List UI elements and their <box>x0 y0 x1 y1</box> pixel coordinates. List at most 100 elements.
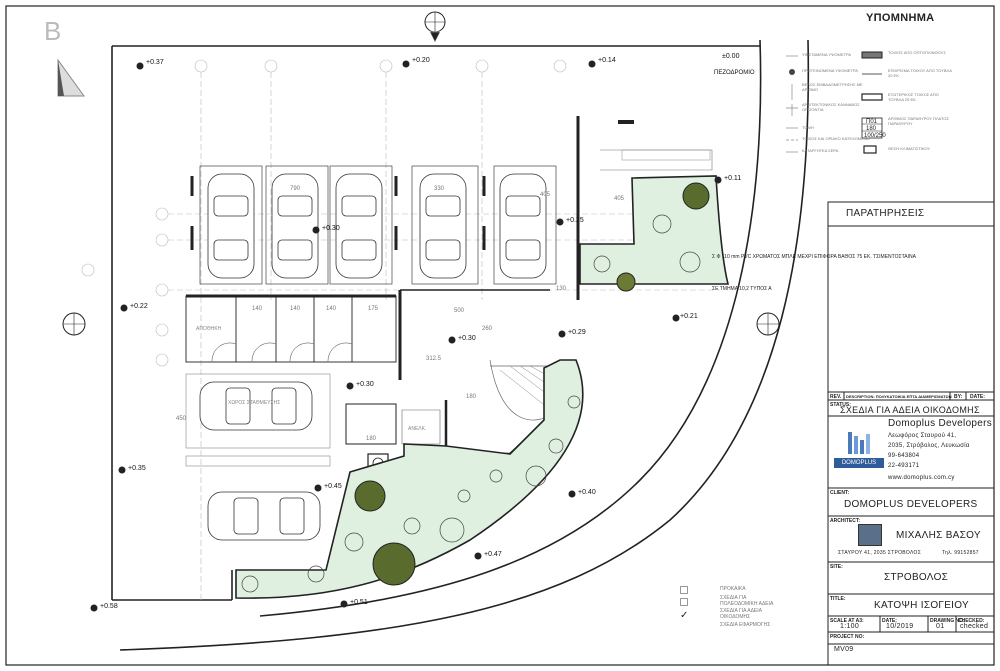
legend-item: ΑΡΙΘΜΟΣ ΠΑΡΑΘΥΡΟΥ ΠΛΑΤΟΣ ΠΑΡΑΘΥΡΟΥ <box>888 116 949 126</box>
company-address-2: 2035, Στρόβολος, Λευκωσία <box>888 443 970 449</box>
svg-text:+0.37: +0.37 <box>146 59 164 66</box>
legend-item: ΤΟΙΧΟΣ ΚΑΙ ΟΡΙΑΚΟ ΚΑΤΕΧΟΜΕΝΟ <box>802 136 870 141</box>
company-phone-2: 22-493171 <box>888 463 920 469</box>
tree-icon <box>241 182 710 593</box>
legend-symbols <box>786 55 798 153</box>
date-value: 10/2019 <box>886 623 914 630</box>
svg-text:ΠΕΖΟΔΡΟΜΙΟ: ΠΕΖΟΔΡΟΜΙΟ <box>714 70 755 76</box>
legend-right-symbols <box>861 51 883 154</box>
svg-text:+0.29: +0.29 <box>568 329 586 336</box>
svg-text:ΑΠΟΘΗΚΗ: ΑΠΟΘΗΚΗ <box>196 326 222 332</box>
title-block-frame <box>827 201 995 666</box>
svg-text:+0.22: +0.22 <box>130 303 148 310</box>
dimension-labels: 790 330 405 140 140 140 175 312.5 500 26… <box>176 186 625 442</box>
title-label: TITLE: <box>830 596 846 602</box>
svg-text:ΧΩΡΟΣ ΣΤΑΘΜΕΥΣΗΣ: ΧΩΡΟΣ ΣΤΑΘΜΕΥΣΗΣ <box>228 400 280 406</box>
legend-item: ΕΠΙΧΡΙΣΜΑ ΤΟΙΧΟΥ ΑΠΟ ΤΟΥΒΛΑ 20 ΕΚ. <box>888 68 952 78</box>
svg-text:100/250: 100/250 <box>864 133 886 139</box>
svg-text:500: 500 <box>454 308 465 314</box>
svg-text:B: B <box>44 16 61 46</box>
svg-text:+0.14: +0.14 <box>598 57 616 64</box>
north-arrow-icon: B <box>44 16 85 97</box>
drawing-no-label: DRAWING NO: <box>930 618 965 624</box>
site-label: SITE: <box>830 564 843 570</box>
svg-text:ΣΕ ΤΜΗΜΑ 10,2 ΤΥΠΟΣ Α: ΣΕ ΤΜΗΜΑ 10,2 ΤΥΠΟΣ Α <box>712 286 772 292</box>
legend-item: ΘΕΣΗ ΚΛΙΜΑΤΙΣΤΙΚΟΥ <box>888 146 931 151</box>
company-logo: DOMOPLUS <box>834 432 884 472</box>
client-label: CLIENT: <box>830 490 850 496</box>
site-value: ΣΤΡΟΒΟΛΟΣ <box>884 572 949 583</box>
company-address-1: Λεωφόρος Σταυρού 41, <box>888 433 957 439</box>
checklist-item: ΣΧΕΔΙΑ ΓΙΑ ΑΔΕΙΑ ΟΙΚΟΔΟΜΗΣ <box>720 608 762 620</box>
svg-text:+0.35: +0.35 <box>128 465 146 472</box>
svg-text:312.5: 312.5 <box>426 356 442 362</box>
svg-text:140: 140 <box>326 306 337 312</box>
issue-checklist: ΠΡΟΚΑΙΚΑ ΣΧΕΔΙΑ ΓΙΑ ΠΟΛΕΟΔΟΜΙΚΗ ΑΔΕΙΑ ✓ … <box>680 586 800 638</box>
checklist-item: ΣΧΕΔΙΑ ΓΙΑ ΠΟΛΕΟΔΟΜΙΚΗ ΑΔΕΙΑ <box>720 595 774 607</box>
car-icon <box>199 173 547 541</box>
checklist-item: ΠΡΟΚΑΙΚΑ <box>720 586 746 592</box>
architect-label: ARCHITECT: <box>830 518 860 524</box>
svg-text:+0.25: +0.25 <box>566 217 584 224</box>
svg-text:405: 405 <box>614 196 625 202</box>
room-labels: ΧΩΡΟΣ ΣΤΑΘΜΕΥΣΗΣ ΑΠΟΘΗΚΗ ΑΝΕΛΚ. <box>196 326 426 432</box>
window-code-legend: Π01 180 100/250 <box>864 119 886 139</box>
storage-units <box>185 290 402 467</box>
architect-phone: Τηλ. 99152857 <box>942 550 979 556</box>
elevation-markers: +0.37 +0.20 +0.14 ±0.00 ΠΕΖΟΔΡΟΜΙΟ +0.11… <box>90 53 755 612</box>
svg-text:175: 175 <box>368 306 379 312</box>
svg-text:405: 405 <box>540 192 551 198</box>
legend-title: ΥΠΟΜΝΗΜΑ <box>866 12 935 24</box>
scale-value: 1:100 <box>840 623 860 630</box>
svg-text:+0.45: +0.45 <box>324 483 342 490</box>
checked-value: checked <box>960 623 989 630</box>
svg-text:260: 260 <box>482 326 493 332</box>
legend-item: ΒΕΛΟΣ ΕΜΒΑΔΟΜΕΤΡΗΣΗΣ ΜΕ ΑΡΙΘΜΟ <box>802 82 863 92</box>
date-label: DATE: <box>882 618 897 624</box>
drawing-no-value: 01 <box>936 623 945 630</box>
svg-text:+0.20: +0.20 <box>412 57 430 64</box>
pipe-note: Σ Φ 110 mm PVC ΧΡΩΜΑΤΟΣ ΜΠΛΕ ΜΕΧΡΙ ΕΠΙΦΟ… <box>712 254 917 292</box>
svg-text:130: 130 <box>556 286 567 292</box>
legend-item: ΑΡΧΙΤΕΚΤΟΝΙΚΟΣ ΚΑΝΝΑΒΟΣ ΟΡΙΖΟΝΤΙΑ <box>802 102 860 112</box>
legend-item: ΤΟΙΧΟΣ ΑΠΟ ΟΠΤΟΠΛΙΝΘΟΥΣ <box>888 50 946 55</box>
svg-text:Π01: Π01 <box>866 119 878 125</box>
status-value: ΣΧΕΔΙΑ ΓΙΑ ΑΔΕΙΑ ΟΙΚΟΔΟΜΗΣ <box>840 405 980 415</box>
svg-text:790: 790 <box>290 186 301 192</box>
svg-text:ΑΝΕΛΚ.: ΑΝΕΛΚ. <box>408 426 426 432</box>
company-phone-1: 99-643804 <box>888 453 920 459</box>
svg-text:+0.30: +0.30 <box>322 225 340 232</box>
svg-text:+0.51: +0.51 <box>350 599 368 606</box>
company-website[interactable]: www.domoplus.com.cy <box>888 475 955 481</box>
parking-area <box>190 165 557 285</box>
legend-item: ΤΟΜΗ <box>802 125 814 130</box>
date-header: DATE: <box>970 394 985 400</box>
checkbox[interactable] <box>680 598 688 606</box>
svg-text:140: 140 <box>252 306 263 312</box>
legend-item: ΕΞΩΤΕΡΙΚΟΣ ΤΟΙΧΟΣ ΑΠΟ ΤΟΥΒΛΑ 25 ΕΚ. <box>888 92 939 102</box>
svg-text:450: 450 <box>176 416 187 422</box>
status-label: STATUS: <box>830 402 851 408</box>
client-value: DOMOPLUS DEVELOPERS <box>844 499 978 510</box>
remarks-heading: ΠΑΡΑΤΗΡΗΣΕΙΣ <box>846 208 925 219</box>
architect-address: ΣΤΑΥΡΟΥ 41, 2035 ΣΤΡΟΒΟΛΟΣ <box>838 550 922 556</box>
svg-text:140: 140 <box>290 306 301 312</box>
checkbox[interactable] <box>680 586 688 594</box>
svg-text:180: 180 <box>366 436 377 442</box>
drawing-title: ΚΑΤΟΨΗ ΙΣΟΓΕΙΟΥ <box>874 600 969 611</box>
architect-seal-icon <box>858 524 882 546</box>
svg-text:180: 180 <box>866 126 877 132</box>
checked-label: CHECKED: <box>958 618 985 624</box>
svg-text:±0.00: ±0.00 <box>722 53 740 60</box>
svg-text:+0.47: +0.47 <box>484 551 502 558</box>
svg-text:180: 180 <box>466 394 477 400</box>
check-icon[interactable]: ✓ <box>680 610 689 621</box>
svg-text:+0.21: +0.21 <box>680 313 698 320</box>
svg-text:+0.40: +0.40 <box>578 489 596 496</box>
by-header: BY: <box>954 394 963 400</box>
desc-header: DESCRIPTION: ΠΟΛΥΚΑΤΟΙΚΙΑ ΕΠΤΑ ΔΙΑΜΕΡΙΣΜ… <box>846 394 952 399</box>
legend-item: ΠΡΟΤΕΙΝΟΜΕΝΑ ΥΨΟΜΕΤΡΑ <box>802 68 858 73</box>
svg-text:Σ Φ 110 mm PVC ΧΡΩΜΑΤΟΣ ΜΠΛΕ Μ: Σ Φ 110 mm PVC ΧΡΩΜΑΤΟΣ ΜΠΛΕ ΜΕΧΡΙ ΕΠΙΦΟ… <box>712 254 917 260</box>
